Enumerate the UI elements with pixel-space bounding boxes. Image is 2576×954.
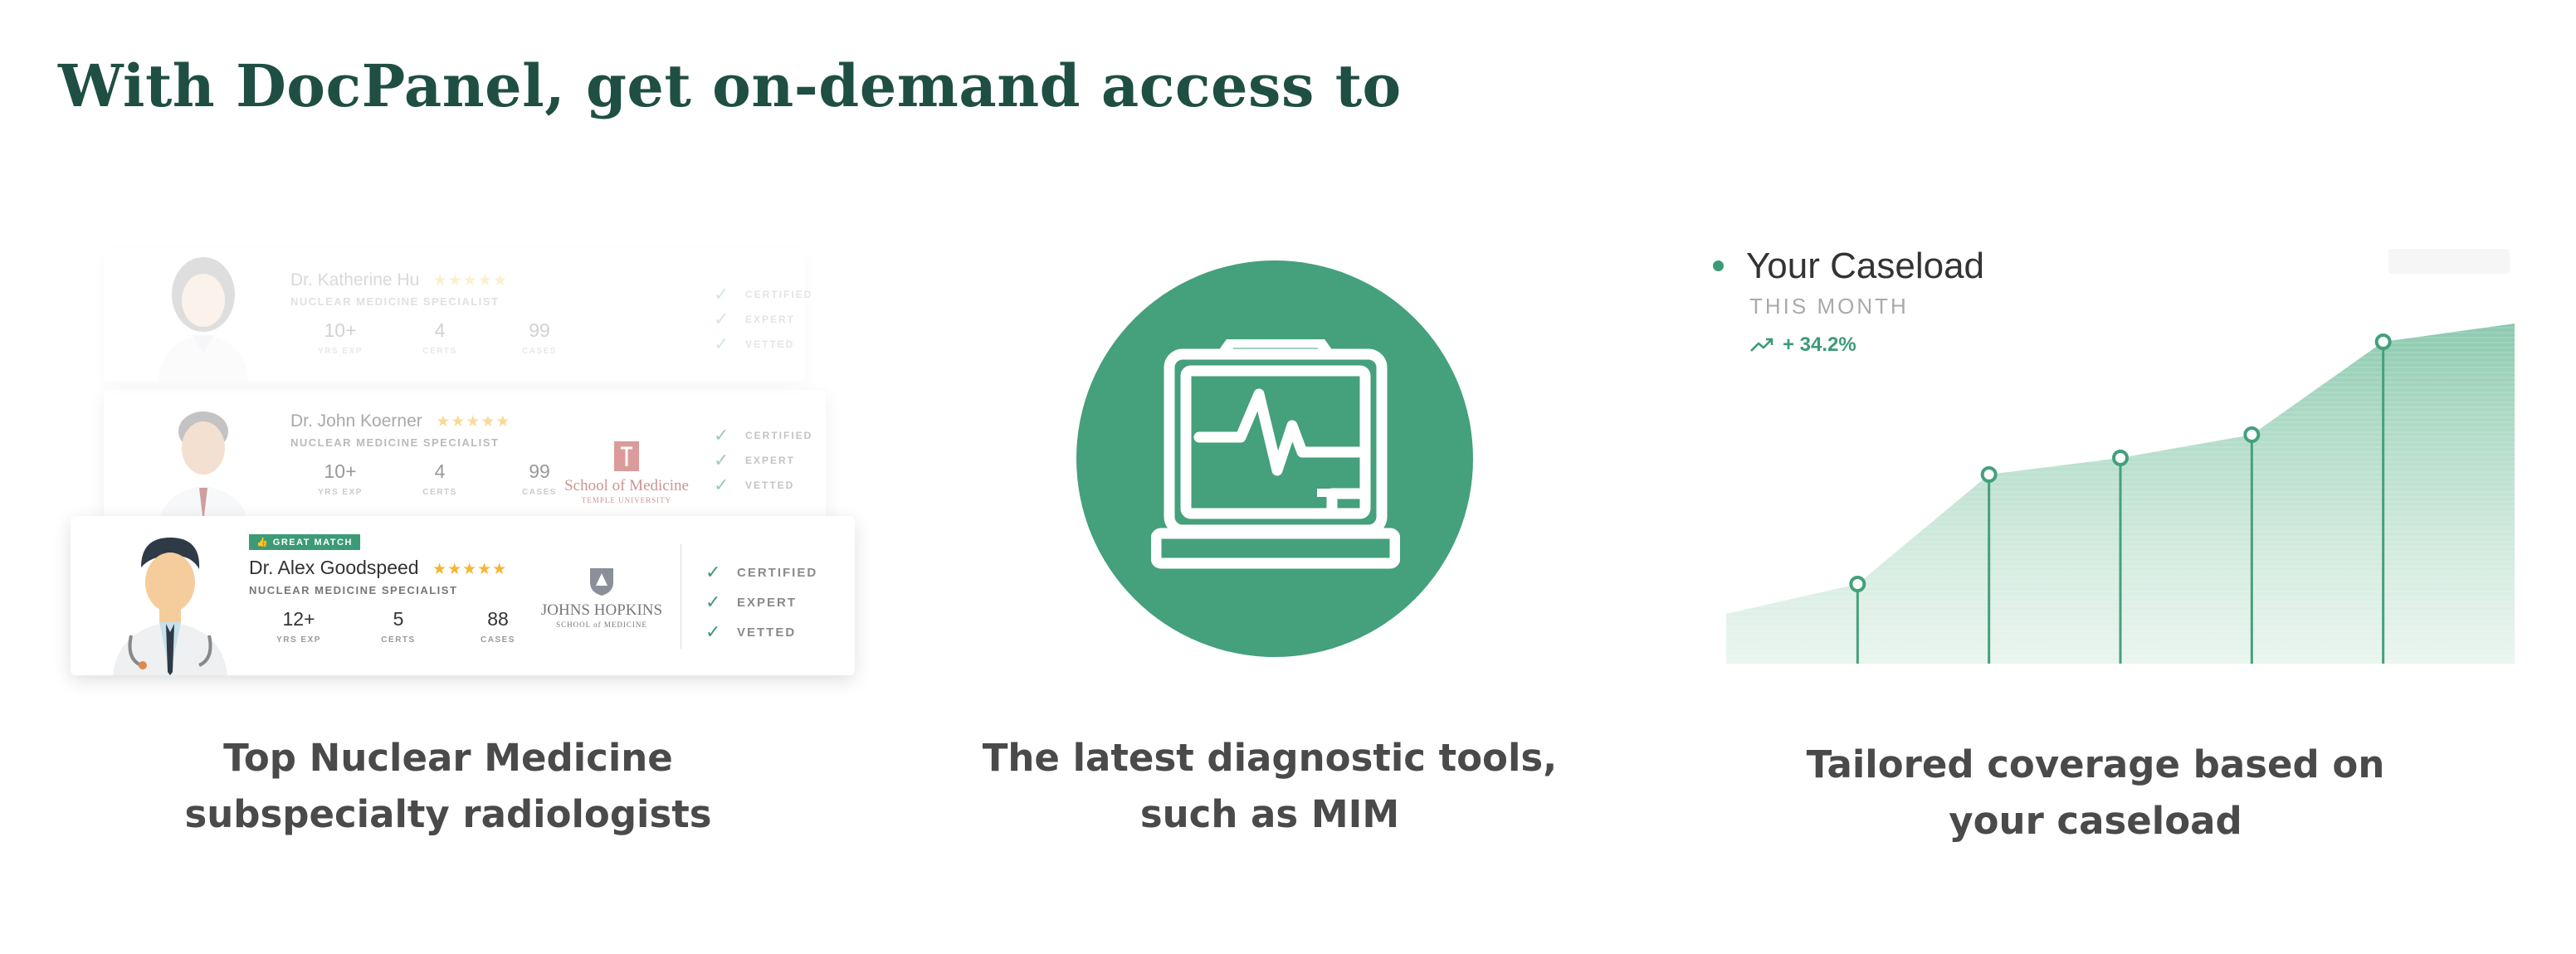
verification-list: ✓CERTIFIED ✓EXPERT ✓VETTED <box>705 562 818 642</box>
doctor-card-alex-goodspeed: 👍 GREAT MATCH Dr. Alex Goodspeed ★★★★★ N… <box>71 516 855 675</box>
period-selector[interactable] <box>2388 249 2510 274</box>
diagnostic-tool-illustration <box>1076 260 1473 657</box>
trending-up-icon <box>1750 338 1773 352</box>
school-logo-temple: School of Medicine TEMPLE UNIVERSITY <box>564 440 689 504</box>
check-icon: ✓ <box>705 562 721 582</box>
doctor-info: Dr. Katherine Hu ★★★★★ NUCLEAR MEDICINE … <box>290 270 589 356</box>
doctor-avatar-male-gray <box>149 398 257 531</box>
data-point-marker[interactable] <box>2112 450 2129 466</box>
doctor-card-katherine-hu: Dr. Katherine Hu ★★★★★ NUCLEAR MEDICINE … <box>104 249 811 382</box>
doctor-specialty: NUCLEAR MEDICINE SPECIALIST <box>290 436 500 449</box>
check-icon: ✓ <box>714 450 729 470</box>
doctor-avatar-male <box>108 526 232 675</box>
doctor-info: Dr. John Koerner ★★★★★ NUCLEAR MEDICINE … <box>290 411 589 497</box>
great-match-badge: 👍 GREAT MATCH <box>249 534 360 550</box>
series-dot <box>1713 260 1724 271</box>
check-icon: ✓ <box>705 591 721 612</box>
check-icon: ✓ <box>714 475 729 495</box>
school-crest-icon <box>590 568 613 596</box>
doctor-specialty: NUCLEAR MEDICINE SPECIALIST <box>290 295 500 308</box>
data-point-marker[interactable] <box>1849 576 1866 592</box>
star-rating: ★★★★★ <box>432 272 508 290</box>
doctor-specialty: NUCLEAR MEDICINE SPECIALIST <box>249 584 458 596</box>
stat-experience: 12+YRS EXP <box>276 608 321 645</box>
chart-subtitle: THIS MONTH <box>1749 294 1909 319</box>
check-icon: ✓ <box>714 284 729 304</box>
doctor-name: Dr. Alex Goodspeed <box>249 557 419 578</box>
doctor-name: Dr. John Koerner <box>290 411 422 431</box>
check-icon: ✓ <box>714 425 729 445</box>
verification-list: ✓CERTIFIED ✓EXPERT ✓VETTED <box>714 284 813 354</box>
stat-experience: 10+YRS EXP <box>318 460 363 497</box>
chart-title: Your Caseload <box>1746 246 1985 286</box>
caption-radiologists: Top Nuclear Medicine subspecialty radiol… <box>184 736 712 836</box>
check-icon: ✓ <box>705 621 721 642</box>
data-point-marker[interactable] <box>1980 466 1998 483</box>
school-crest-icon <box>614 441 639 471</box>
star-rating: ★★★★★ <box>432 561 508 578</box>
check-icon: ✓ <box>714 309 729 329</box>
check-icon: ✓ <box>714 333 729 354</box>
school-logo-johns-hopkins: JOHNS HOPKINS SCHOOL of MEDICINE <box>539 566 664 629</box>
diagnostic-monitor-icon <box>1151 339 1400 569</box>
doctor-avatar-female <box>149 249 257 382</box>
doctor-name: Dr. Katherine Hu <box>290 270 420 290</box>
caption-coverage: Tailored coverage based on your caseload <box>1806 742 2385 843</box>
doctor-card-john-koerner: Dr. John Koerner ★★★★★ NUCLEAR MEDICINE … <box>104 390 826 531</box>
doctor-info: 👍 GREAT MATCH Dr. Alex Goodspeed ★★★★★ N… <box>249 534 548 645</box>
page-headline: With DocPanel, get on-demand access to <box>58 51 1402 120</box>
caseload-chart-card: Your Caseload THIS MONTH + 34.2% <box>1701 241 2531 672</box>
star-rating: ★★★★★ <box>436 413 511 431</box>
caseload-area-chart <box>1726 324 2515 664</box>
data-point-marker[interactable] <box>2243 426 2261 443</box>
stat-experience: 10+YRS EXP <box>318 319 363 356</box>
data-point-marker[interactable] <box>2374 333 2392 350</box>
trend-indicator: + 34.2% <box>1749 333 1856 357</box>
verification-list: ✓CERTIFIED ✓EXPERT ✓VETTED <box>714 425 813 495</box>
doctor-cards-stack: Dr. Katherine Hu ★★★★★ NUCLEAR MEDICINE … <box>66 249 863 689</box>
caption-diagnostic-tools: The latest diagnostic tools, such as MIM <box>982 736 1558 836</box>
